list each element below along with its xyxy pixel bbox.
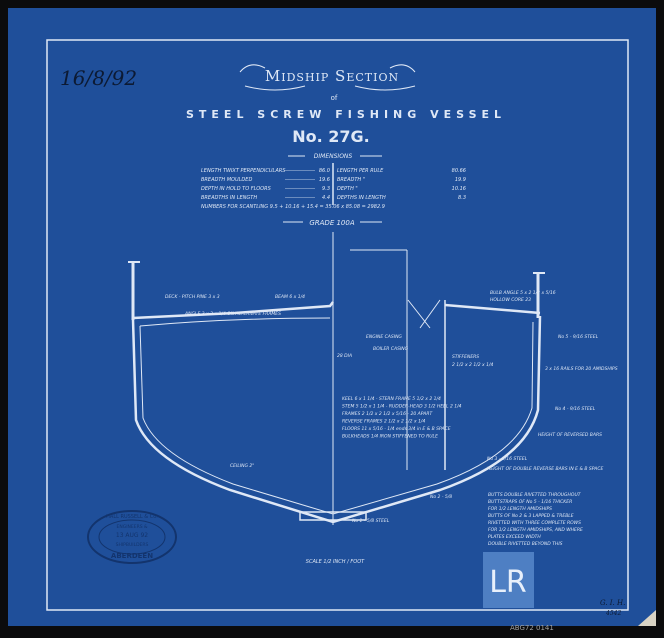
scantling-note-line: FRAMES 2 1/2 x 2 1/2 x 5/16 - 20 APART (342, 411, 433, 417)
butts-note-line: FOR 1/2 LENGTH AMIDSHIPS (488, 506, 552, 512)
dimension-label: BREADTH " (337, 177, 365, 183)
hull-section (128, 232, 545, 525)
label-stiffeners-size: 2 1/2 x 2 1/2 x 1/4 (452, 362, 493, 368)
dimension-value: 80.66 (452, 168, 466, 174)
label-boiler-casing: BOILER CASING (373, 346, 409, 352)
stamp-city: ABERDEEN (111, 552, 153, 560)
shell-plating (131, 315, 542, 524)
label-double-reverse: HEIGHT OF DOUBLE REVERSE BARS IN E & B S… (487, 466, 603, 472)
label-angle: ANGLE 3 x 3 x 1/4 ON ALTERNATE FRAMES (184, 311, 281, 317)
dimension-value: 10.16 (452, 186, 466, 192)
scantling-note-line: KEEL 6 x 1 1/4 - STERN FRAME 5 1/2 x 2 1… (342, 396, 441, 402)
scantling-note-line: REVERSE FRAMES 2 1/2 x 2 1/2 x 1/4 (342, 419, 425, 425)
dimension-label: LENGTH TWIXT PERPENDICULARS (201, 168, 286, 174)
label-hollow-core: HOLLOW CORE 23 (490, 297, 531, 303)
label-bulb-angle: BULB ANGLE 5 x 2 1/2 x 5/16 (490, 290, 556, 296)
label-pillar-dia: 28 DIA (337, 353, 352, 359)
butts-note-line: FOR 1/2 LENGTH AMIDSHIPS, AND WHERE (488, 527, 583, 533)
dimension-value: 8.3 (458, 195, 466, 201)
title-of: of (331, 94, 338, 102)
keel (299, 511, 367, 521)
label-beam: BEAM 6 x 1/4 (275, 294, 305, 300)
deck-beam (132, 301, 541, 320)
dimension-label: DEPTH IN HOLD TO FLOORS (201, 186, 272, 192)
corner-mark-1: G. I. H. (600, 599, 625, 607)
label-rails: 3 x 16 RAILS FOR 20 AMIDSHIPS (545, 366, 618, 372)
handwritten-date: 16/8/92 (60, 66, 137, 90)
stamp-date: 13 AUG 92 (116, 532, 148, 539)
title-subtitle: STEEL SCREW FISHING VESSEL (186, 108, 506, 121)
butts-note-line: BUTTS DOUBLE RIVETTED THROUGHOUT (488, 492, 582, 498)
corner-mark-2: 4542 (605, 610, 621, 617)
dimension-label: LENGTH PER RULE (337, 168, 384, 174)
butts-note-line: BUTTSTRAPS OF No 5 - 1/16 THICKER (488, 499, 572, 505)
label-strake-1: No 1 - 5/8 STEEL (352, 518, 390, 524)
butts-note-line: RIVETTED WITH THREE COMPLETE ROWS (488, 520, 581, 526)
label-strake-2: No 2 - 5/8 (430, 494, 452, 500)
label-stiffeners: STIFFENERS (452, 354, 479, 360)
drawing-number: No. 27G. (292, 127, 370, 146)
torn-corner (638, 610, 656, 626)
label-reversed-bars: HEIGHT OF REVERSED BARS (538, 432, 602, 438)
dimension-label: BREADTHS IN LENGTH (201, 195, 257, 201)
butts-note-line: PLATES EXCEED WIDTH (488, 534, 541, 540)
stamp-line3: SHIPBUILDERS (116, 542, 149, 548)
label-strake-4: No 4 - 9/16 STEEL (555, 406, 596, 412)
grade: GRADE 100A (309, 219, 354, 227)
dimension-value: 9.3 (322, 186, 330, 192)
scale-label: SCALE 1/2 INCH / FOOT (306, 559, 365, 565)
label-strake-5: No 5 - 9/16 STEEL (558, 334, 599, 340)
frames (139, 321, 534, 515)
title-block: Midship Section of STEEL SCREW FISHING V… (186, 64, 506, 146)
scantling-note-line: FLOORS 11 x 5/16 - 1/4 ends 3/4 in E & B… (342, 426, 451, 432)
dimensions-heading: DIMENSIONS (314, 153, 353, 160)
butts-note: BUTTS DOUBLE RIVETTED THROUGHOUTBUTTSTRA… (488, 492, 583, 547)
scantling-note-line: BULKHEADS 1/4 IRON STIFFENED TO RULE (342, 434, 438, 440)
stamp-line1: HALL RUSSELL & Co. (106, 514, 158, 520)
blueprint-paper (8, 8, 656, 626)
label-deck: DECK - PITCH PINE 3 x 3 (165, 294, 220, 300)
lr-logo: LR (483, 552, 534, 608)
stamp-line2: ENGINEERS & (117, 524, 148, 530)
title-flourish (239, 64, 416, 91)
label-strake-3: No 3 - 9/16 STEEL (487, 456, 528, 462)
label-ceiling: CEILING 2" (230, 463, 254, 469)
catalogue-reference: ABG72 0141 (510, 624, 554, 632)
beam-knee (139, 317, 331, 327)
dimension-label: DEPTH " (337, 186, 358, 192)
border-frame (46, 39, 629, 611)
dimension-value: 86.0 (319, 168, 330, 174)
dimensions-table: DIMENSIONS LENGTH TWIXT PERPENDICULARS 86… (201, 153, 466, 227)
title-main: Midship Section (265, 67, 399, 85)
butts-note-line: DOUBLE RIVETTED BEYOND THIS (488, 541, 563, 547)
dimension-value: 19.6 (319, 177, 330, 183)
dimension-value: 19.9 (455, 177, 466, 183)
dimension-label: DEPTHS IN LENGTH (337, 195, 386, 201)
scantling-numbers: NUMBERS FOR SCANTLING 9.5 + 10.16 + 15.4… (201, 204, 385, 210)
scantling-note-line: STEM 5 1/2 x 1 1/4 - RUDDER-HEAD 3 1/2 H… (342, 404, 462, 410)
scantlings-note: KEEL 6 x 1 1/4 - STERN FRAME 5 1/2 x 2 1… (342, 396, 462, 440)
dimension-label: BREADTH MOULDED (201, 177, 252, 183)
label-engine-casing: ENGINE CASING (366, 334, 402, 340)
lr-logo-text: LR (489, 565, 527, 600)
shipbuilder-stamp: HALL RUSSELL & Co. ENGINEERS & 13 AUG 92… (87, 510, 177, 564)
dimension-value: 4.4 (322, 195, 330, 201)
butts-note-line: BUTTS OF No 2 & 3 LAPPED & TREBLE (488, 513, 574, 519)
drawing-labels: DECK - PITCH PINE 3 x 3 ANGLE 3 x 3 x 1/… (165, 290, 618, 524)
